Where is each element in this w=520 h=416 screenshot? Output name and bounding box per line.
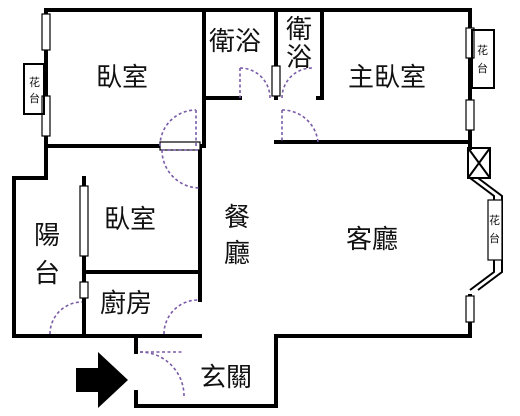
door-bath2 [281, 67, 313, 99]
label-entrance: 玄關 [200, 363, 252, 393]
window-corridor [159, 141, 201, 151]
door-small-bedroom [161, 149, 201, 189]
label-bath2-line2: 浴 [286, 43, 312, 73]
label-balcony-line2: 台 [34, 259, 60, 289]
planters [23, 29, 495, 115]
wall-bottom-right [274, 334, 472, 408]
bay-window [467, 147, 503, 291]
window-right-lower [465, 295, 475, 323]
window-right-mid [465, 99, 475, 131]
window-balcony [79, 185, 89, 257]
planter-right-top-line1: 花 [477, 44, 488, 57]
entry-arrow-icon [76, 352, 128, 408]
label-kitchen: 廚房 [100, 289, 152, 319]
label-dining-line2: 廳 [224, 239, 250, 269]
label-bath2-line1: 衛 [286, 15, 312, 45]
planter-left-line2: 台 [29, 91, 40, 105]
window-left-upper [41, 13, 51, 51]
door-bath1 [239, 67, 271, 99]
planter-right-mid-line1: 花 [489, 214, 500, 227]
windows [41, 13, 475, 323]
window-kitchen [79, 281, 89, 299]
wall-bath2-right [316, 8, 324, 100]
door-master [281, 109, 319, 143]
planter-right-mid-line2: 台 [489, 231, 500, 245]
label-bedroom-left: 臥室 [96, 63, 148, 93]
label-dining-line1: 餐 [224, 203, 250, 233]
planter-left-line1: 花 [29, 76, 40, 89]
planter-right-top [471, 29, 495, 89]
window-left-lower [41, 95, 51, 137]
doors [49, 67, 319, 397]
door-bedroom-left [159, 109, 197, 147]
door-kitchen [163, 299, 199, 335]
label-living: 客廳 [346, 225, 398, 255]
window-bath [271, 65, 281, 97]
label-master-bedroom: 主臥室 [348, 63, 426, 93]
label-balcony-line1: 陽 [34, 221, 60, 251]
window-right-upper [465, 27, 475, 59]
planter-left [23, 63, 45, 115]
door-balcony [49, 301, 83, 335]
planter-right-top-line2: 台 [477, 61, 488, 75]
planter-labels: 花 台 花 台 花 台 [29, 44, 500, 245]
wall-balcony [12, 176, 48, 338]
label-bedroom-small: 臥室 [104, 205, 156, 235]
door-entrance [139, 351, 185, 397]
label-bath1: 衛浴 [209, 27, 261, 57]
room-labels: 臥室 衛浴 衛 浴 主臥室 臥室 陽 台 餐 廳 客廳 廚房 玄關 [34, 15, 426, 393]
